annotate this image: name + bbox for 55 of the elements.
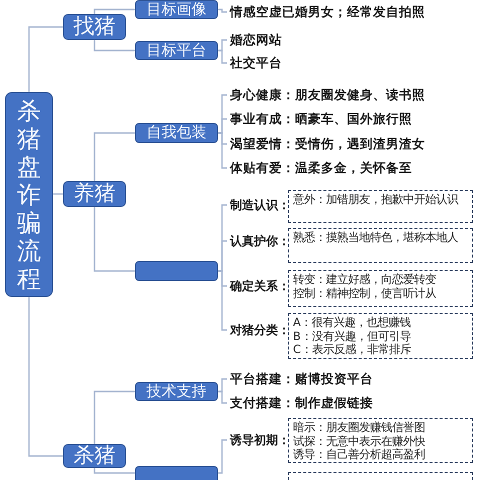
connector-line [218, 390, 227, 404]
branch-text: 确定关系： [227, 277, 290, 295]
subtopic-box [135, 261, 218, 281]
branch-text: 平台搭建：赌博投资平台 [227, 370, 373, 388]
dashed-box [288, 270, 473, 307]
note-text: 诱导：自己善分析超高盈利 [293, 448, 425, 462]
branch-text: 渴望爱情：受情伤，遇到渣男渣女 [227, 135, 425, 153]
subtopic-box: 技术支持 [135, 382, 218, 401]
connector-line [94, 40, 135, 52]
connector-line [94, 468, 135, 474]
subtopic-box [135, 466, 218, 480]
note-text: C：表示反感，非常排斥 [293, 343, 411, 357]
connector-line [94, 132, 135, 181]
root-box: 杀猪盘诈骗流程 [5, 92, 53, 297]
dashed-box [288, 472, 473, 480]
topic-box: 养猪 [63, 181, 126, 207]
note-text: 意外：加错朋友，抱歉中开始认识 [293, 193, 458, 207]
branch-text: 婚恋网站 [227, 31, 282, 49]
connector-line [28, 26, 63, 92]
dashed-box [288, 228, 473, 263]
branch-text: 社交平台 [227, 54, 282, 72]
branch-text: 诱导初期： [227, 431, 290, 449]
connector-line [218, 50, 227, 64]
note-text: 暗示：朋友圈发赚钱信誉图 [293, 421, 425, 435]
connector-line [218, 270, 227, 331]
connector-line [94, 8, 135, 14]
branch-text: 对猪分类： [227, 321, 290, 339]
connector-line [94, 390, 135, 444]
dashed-box [288, 418, 473, 463]
connector-line [28, 297, 63, 457]
connector-line [218, 132, 227, 169]
topic-box: 找猪 [63, 14, 126, 40]
connector-line [218, 439, 227, 474]
note-text: A：很有兴趣，也想赚钱 [293, 316, 411, 330]
note-text: 转变：建立好感，向恋爱转变 [293, 273, 436, 287]
note-text: B：没有兴趣，但可引导 [293, 330, 411, 344]
branch-text: 制造认识： [227, 196, 290, 214]
note-text: 控制：精神控制，使言听计从 [293, 286, 436, 300]
branch-text: 事业有成：晒豪车、国外旅行照 [227, 110, 412, 128]
branch-text: 支付搭建：制作虚假链接 [227, 394, 373, 412]
branch-text: 身心健康：朋友圈发健身、读书照 [227, 86, 425, 104]
connector-line [94, 207, 135, 272]
subtopic-box: 目标平台 [135, 41, 218, 60]
subtopic-box: 目标画像 [135, 0, 218, 19]
branch-text: 情感空虚已婚男女；经常发自拍照 [227, 3, 425, 21]
subtopic-box: 自我包装 [135, 123, 218, 143]
dashed-box [288, 313, 473, 359]
note-text: 试探：无意中表示在赚外快 [293, 434, 425, 448]
branch-text: 认真护你： [227, 232, 290, 250]
dashed-box [288, 190, 473, 223]
topic-box: 杀猪 [63, 444, 126, 468]
connector-line [53, 193, 63, 195]
note-text: 熟悉：摸熟当地特色，堪称本地人 [293, 231, 458, 245]
branch-text: 体贴有爱：温柔多金，关怀备至 [227, 159, 412, 177]
connector-line [218, 8, 227, 13]
